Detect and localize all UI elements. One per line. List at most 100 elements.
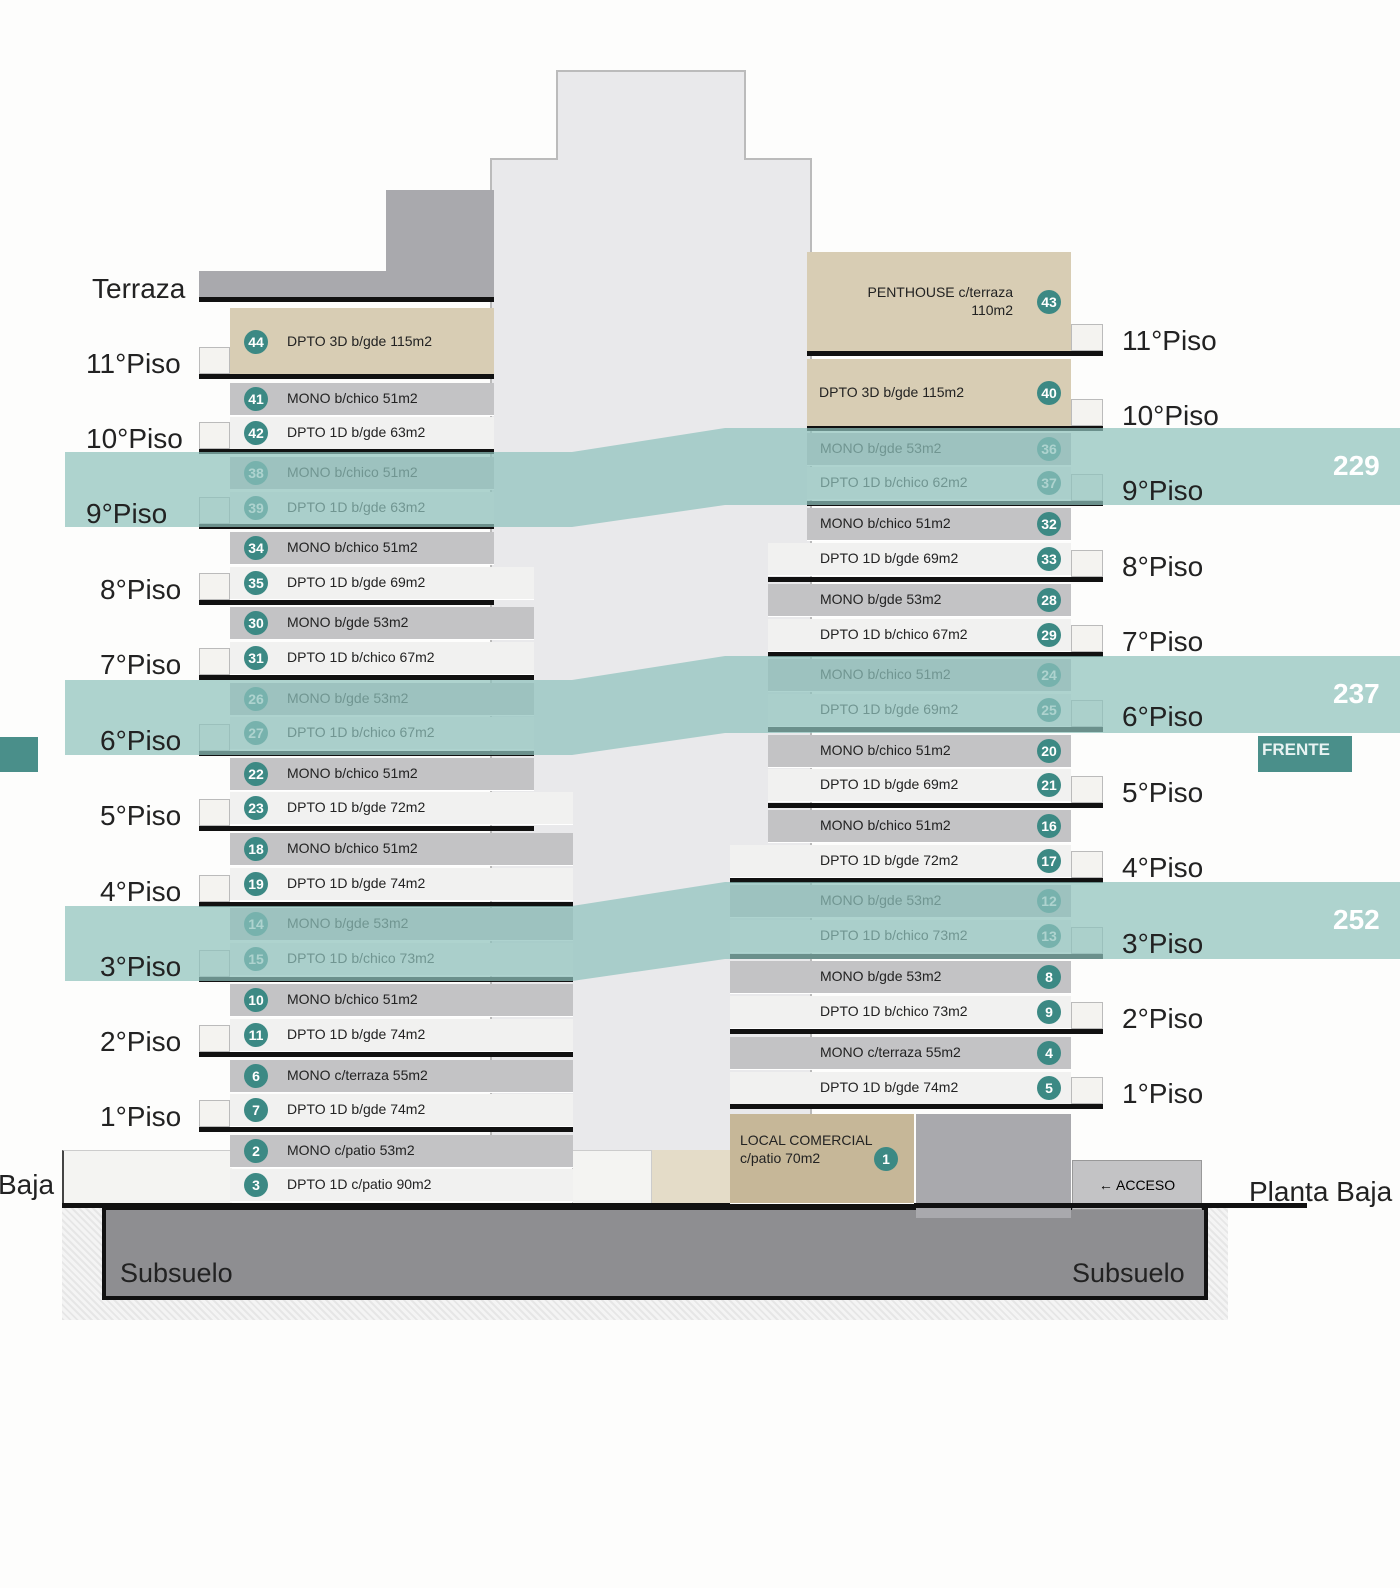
unit-number-badge: 35	[244, 571, 268, 595]
unit-number-badge: 5	[1037, 1076, 1061, 1100]
unit-label: DPTO 1D b/chico 62m2	[820, 474, 968, 491]
level-label-right: 7°Piso	[1122, 626, 1204, 657]
level-label-right: 1°Piso	[1122, 1078, 1204, 1109]
unit-label: DPTO 1D b/gde 72m2	[287, 799, 426, 816]
unit-number-badge: 18	[244, 837, 268, 861]
unit-number-badge: 40	[1037, 381, 1061, 405]
unit-30: MONO b/gde 53m2 30	[230, 607, 534, 640]
level-label-right: 2°Piso	[1122, 1003, 1204, 1034]
band-value: 229	[1333, 450, 1380, 481]
unit-label: MONO b/gde 53m2	[820, 440, 942, 457]
unit-number-badge: 29	[1037, 623, 1061, 647]
unit-label: DPTO 1D b/gde 63m2	[287, 424, 426, 441]
floor-slab	[807, 501, 1103, 506]
unit-number-badge: 34	[244, 536, 268, 560]
level-label-right: 4°Piso	[1122, 852, 1204, 883]
balcony	[199, 1025, 230, 1052]
unit-label: MONO b/chico 51m2	[287, 765, 418, 782]
unit-label: MONO b/chico 51m2	[820, 515, 951, 532]
unit-13: DPTO 1D b/chico 73m2 13	[730, 920, 1071, 953]
level-label-right: 5°Piso	[1122, 777, 1204, 808]
unit-number-badge: 36	[1037, 437, 1061, 461]
floor-slab	[730, 1029, 1103, 1034]
unit-label: DPTO 1D b/gde 72m2	[820, 852, 959, 869]
unit-label: DPTO 1D b/gde 74m2	[820, 1079, 959, 1096]
unit-23: DPTO 1D b/gde 72m2 23	[230, 792, 573, 825]
subsuelo-label-left: Subsuelo	[120, 1258, 233, 1288]
unit-5: DPTO 1D b/gde 74m2 5	[730, 1072, 1071, 1105]
unit-number-badge: 43	[1037, 289, 1061, 314]
unit-number-badge: 28	[1037, 588, 1061, 612]
unit-number-badge: 15	[244, 947, 268, 971]
ground-lobby	[572, 1150, 652, 1206]
floor-slab	[199, 1127, 573, 1132]
balcony	[199, 648, 230, 675]
unit-number-badge: 23	[244, 796, 268, 820]
unit-label: DPTO 1D b/chico 73m2	[820, 927, 968, 944]
unit-number-badge: 1	[874, 1146, 898, 1171]
unit-label: DPTO 1D b/gde 74m2	[287, 875, 426, 892]
balcony	[1071, 399, 1103, 426]
unit-number-badge: 7	[244, 1098, 268, 1122]
unit-number-badge: 17	[1037, 849, 1061, 873]
balcony	[199, 799, 230, 826]
balcony	[1071, 324, 1103, 351]
balcony	[199, 875, 230, 902]
unit-number-badge: 42	[244, 421, 268, 445]
left-marker	[0, 737, 38, 772]
ground-left-patio	[62, 1150, 232, 1206]
ground-line	[62, 1203, 1307, 1208]
band-value: 237	[1333, 678, 1380, 709]
balcony	[199, 950, 230, 977]
unit-label: PENTHOUSE c/terraza 110m2	[867, 284, 1013, 318]
unit-label: MONO b/gde 53m2	[287, 690, 409, 707]
unit-label: MONO c/terraza 55m2	[820, 1044, 961, 1061]
unit-label: DPTO 1D b/gde 69m2	[820, 550, 959, 567]
floor-slab	[199, 751, 534, 756]
balcony	[1071, 1002, 1103, 1029]
balcony	[1071, 474, 1103, 501]
level-label-left: 2°Piso	[100, 1026, 182, 1057]
balcony	[1071, 700, 1103, 727]
level-label-left: 5°Piso	[100, 800, 182, 831]
unit-number-badge: 13	[1037, 924, 1061, 948]
unit-number-badge: 30	[244, 611, 268, 635]
unit-label: MONO b/chico 51m2	[820, 742, 951, 759]
floor-slab	[807, 351, 1103, 356]
unit-label: DPTO 1D b/chico 67m2	[287, 724, 435, 741]
balcony	[1071, 776, 1103, 803]
balcony	[1071, 1077, 1103, 1104]
unit-number-badge: 12	[1037, 889, 1061, 913]
level-label-left: Baja	[0, 1169, 55, 1200]
unit-label: DPTO 3D b/gde 115m2	[287, 332, 433, 349]
unit-label: MONO b/chico 51m2	[287, 991, 418, 1008]
balcony	[199, 497, 230, 524]
balcony	[1071, 927, 1103, 954]
ground-ramp-block	[916, 1114, 1071, 1218]
level-label-left: 7°Piso	[100, 649, 182, 680]
balcony	[1071, 851, 1103, 878]
floor-slab	[199, 524, 494, 529]
unit-label: MONO b/gde 53m2	[820, 968, 942, 985]
balcony	[199, 422, 230, 449]
floor-slab	[199, 600, 494, 605]
band-value: 252	[1333, 904, 1380, 935]
unit-label: MONO b/gde 53m2	[287, 614, 409, 631]
terraza-slab	[199, 271, 494, 302]
